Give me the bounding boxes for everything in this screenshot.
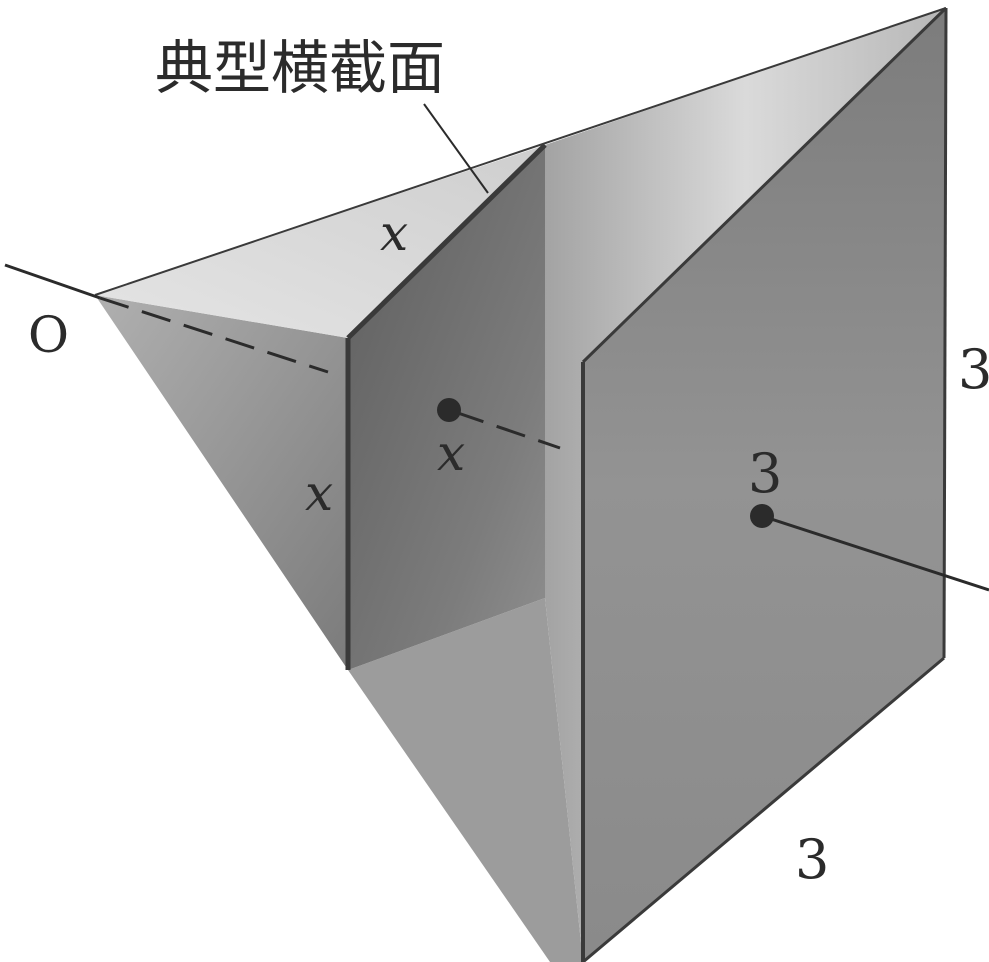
axis-exit [761,514,989,592]
vertex-origin-label: O [28,306,69,364]
base-edge-label: 3 [795,828,829,891]
end-top-edge [581,6,948,364]
axis [4,263,989,592]
section-callout-label: 典型横截面 [155,34,445,102]
section-top-edge [346,143,547,340]
top-ridge-edge [94,7,947,296]
section-side-edge-label: x [305,464,333,522]
end-center-dot [750,504,774,528]
solid-body [95,8,946,962]
callout-leader [423,103,489,194]
axis-hidden-2 [454,410,561,450]
axis-outside [4,263,101,300]
lower-face [348,598,583,962]
edges [94,6,948,962]
inner-face [545,8,946,962]
section-center-dot [437,398,461,422]
left-face [95,295,348,670]
end-face-height-label: 3 [958,338,989,401]
end-face-center-label: 3 [748,442,782,505]
end-right-edge [942,7,948,659]
end-face [583,8,946,962]
section-top-edge-label: x [380,204,408,262]
end-bottom-edge [582,656,945,962]
axis-hidden-1 [99,296,329,374]
section-center-x-label: x [437,424,465,482]
